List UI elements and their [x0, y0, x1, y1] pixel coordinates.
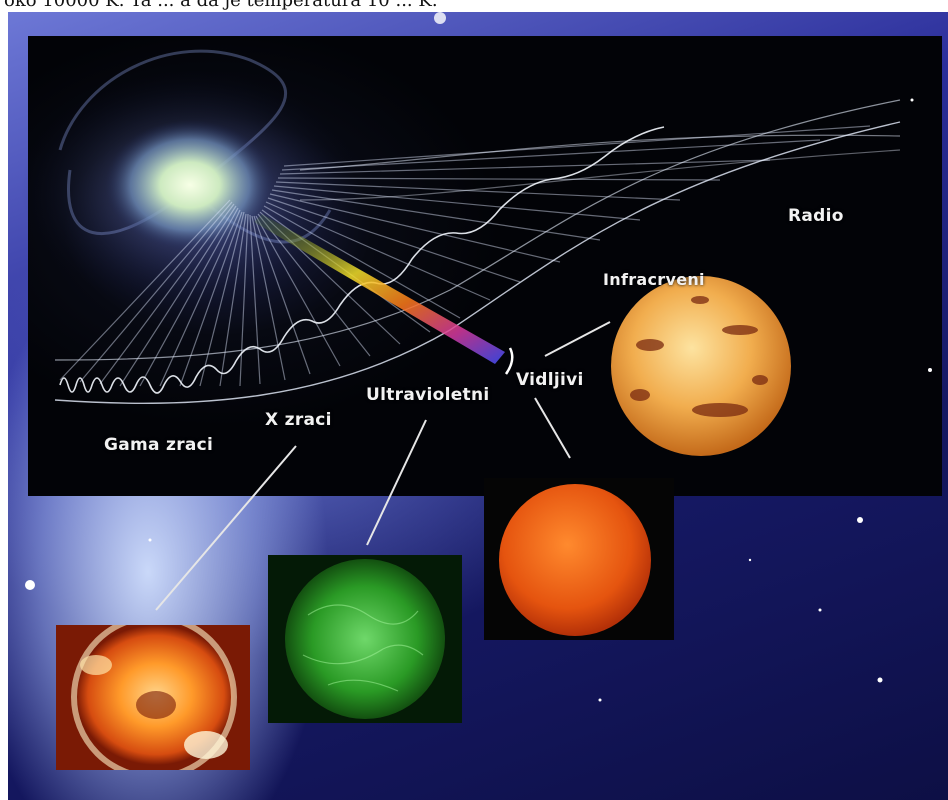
star — [598, 698, 602, 702]
visible-sun — [499, 484, 651, 636]
star — [928, 368, 932, 372]
stars — [25, 12, 932, 702]
star — [25, 580, 35, 590]
star — [877, 677, 883, 683]
ultraviolet-sun — [285, 559, 445, 719]
infrared-pointer — [544, 321, 611, 357]
visible-pointer — [534, 397, 571, 459]
visible-bracket — [504, 347, 514, 375]
infrared-sun-spots — [630, 296, 768, 417]
radio-label: Radio — [788, 206, 844, 226]
star — [148, 538, 152, 542]
em-wave — [59, 126, 665, 394]
xray-sun — [71, 625, 237, 770]
infrared-label: Infracrveni — [603, 270, 705, 289]
top-cropped-text: oko 10000 K. Ta ... a da je temperatura … — [4, 0, 438, 11]
ultraviolet-sun-svg — [285, 559, 445, 719]
ultraviolet-pointer — [366, 419, 427, 546]
ultraviolet-sun-image — [268, 555, 462, 723]
radiation-fan — [59, 125, 871, 387]
star — [434, 12, 446, 24]
xray-pointer — [155, 445, 297, 611]
visible-sun-svg — [499, 484, 651, 636]
star — [748, 558, 752, 562]
star — [818, 608, 822, 612]
ultraviolet-label: Ultravioletni — [366, 385, 490, 405]
gamma-label: Gama zraci — [104, 435, 214, 455]
visible-sun-image — [484, 478, 674, 640]
star — [857, 517, 863, 523]
xray-sun-svg — [71, 625, 237, 770]
star — [910, 98, 914, 102]
visible-spectrum-beam — [254, 214, 505, 364]
xray-label: X zraci — [265, 410, 332, 430]
galaxy-core — [105, 120, 275, 250]
visible-label: Vidljivi — [516, 370, 584, 390]
xray-sun-image — [56, 625, 250, 770]
pointer-lines — [155, 321, 611, 611]
